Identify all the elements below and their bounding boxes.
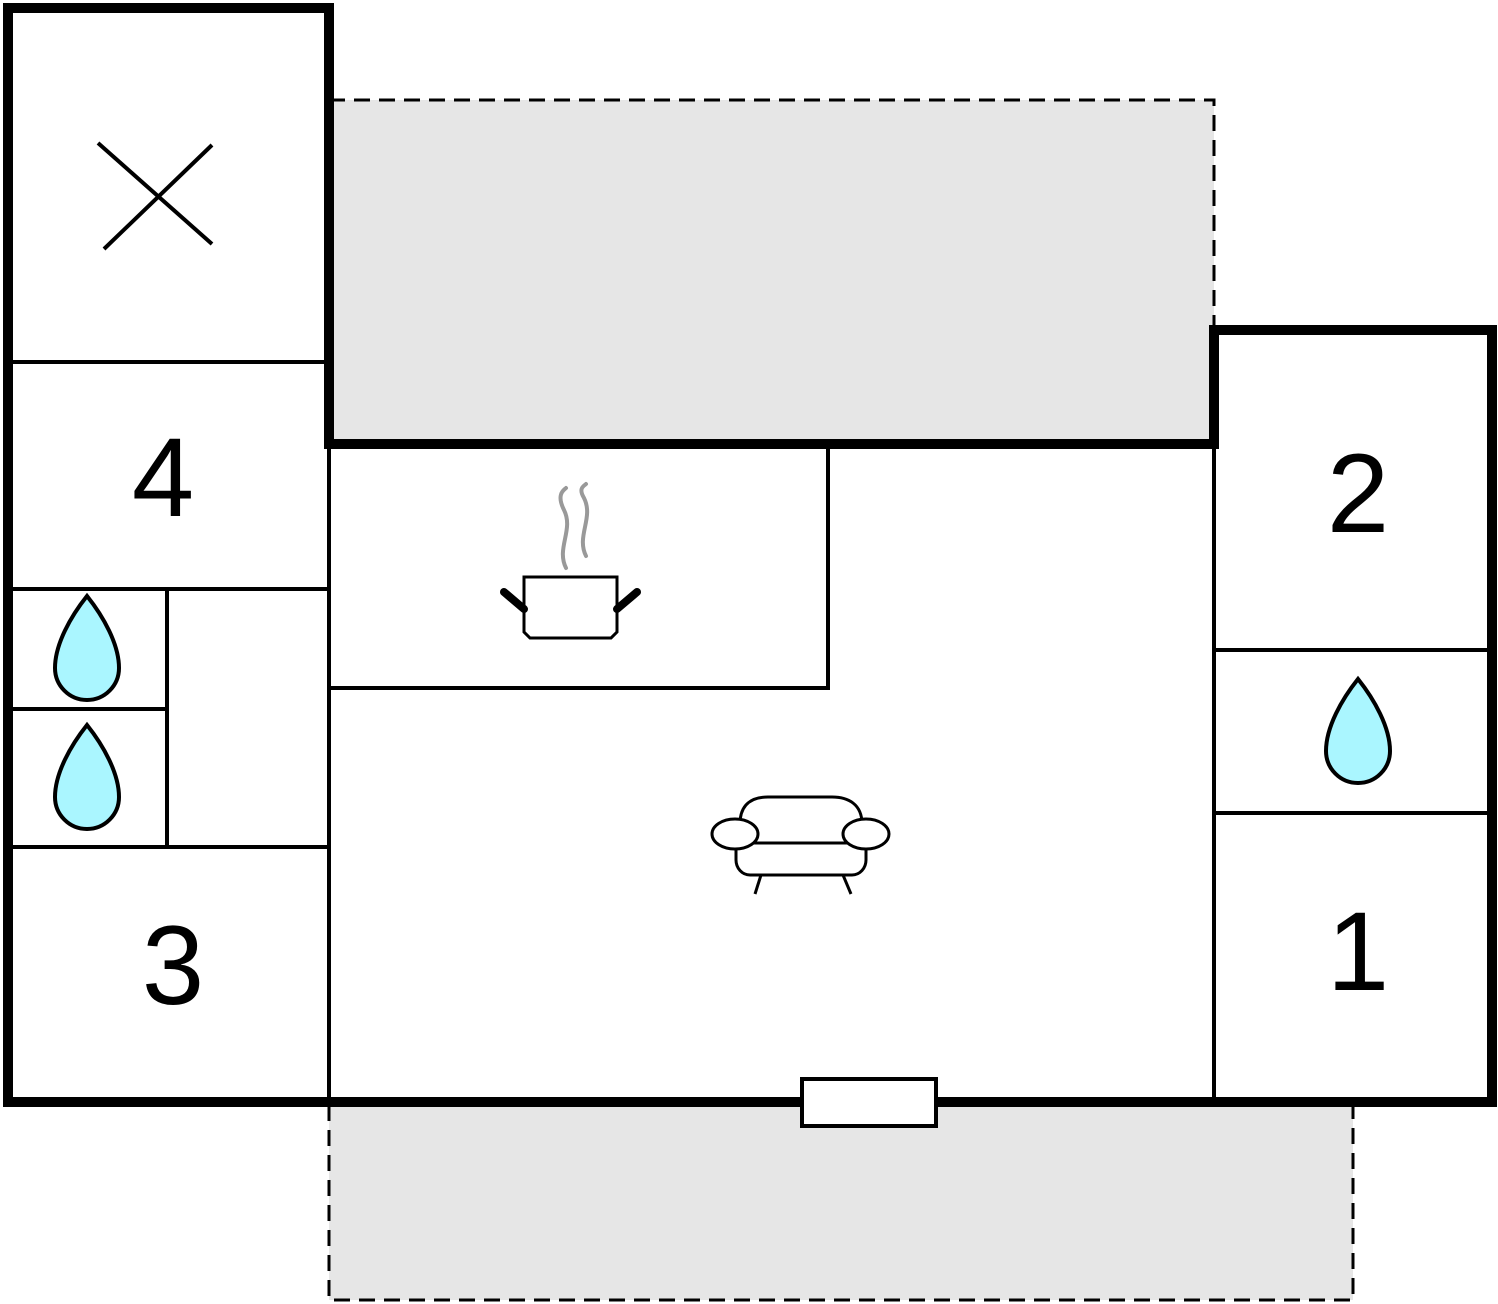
- cooking-pot-icon: [500, 482, 641, 640]
- water-drop-icon: [52, 592, 122, 702]
- cross-icon: [96, 141, 214, 251]
- central-floor: [329, 444, 1214, 1102]
- door-icon: [800, 1077, 938, 1128]
- water-drop-icon: [1323, 675, 1393, 785]
- room-number-3: 3: [142, 903, 204, 1028]
- room-number-4: 4: [132, 415, 194, 540]
- room-number-2: 2: [1327, 431, 1389, 556]
- terrace-top: [327, 98, 1216, 446]
- sofa-icon: [710, 795, 891, 895]
- terrace-bottom: [327, 1100, 1355, 1302]
- exterior-walls: [3, 3, 1497, 1107]
- left-wing-floor: [8, 8, 329, 1102]
- interior-walls: [8, 360, 1492, 1102]
- water-drop-icon: [52, 721, 122, 831]
- room-number-1: 1: [1327, 889, 1389, 1014]
